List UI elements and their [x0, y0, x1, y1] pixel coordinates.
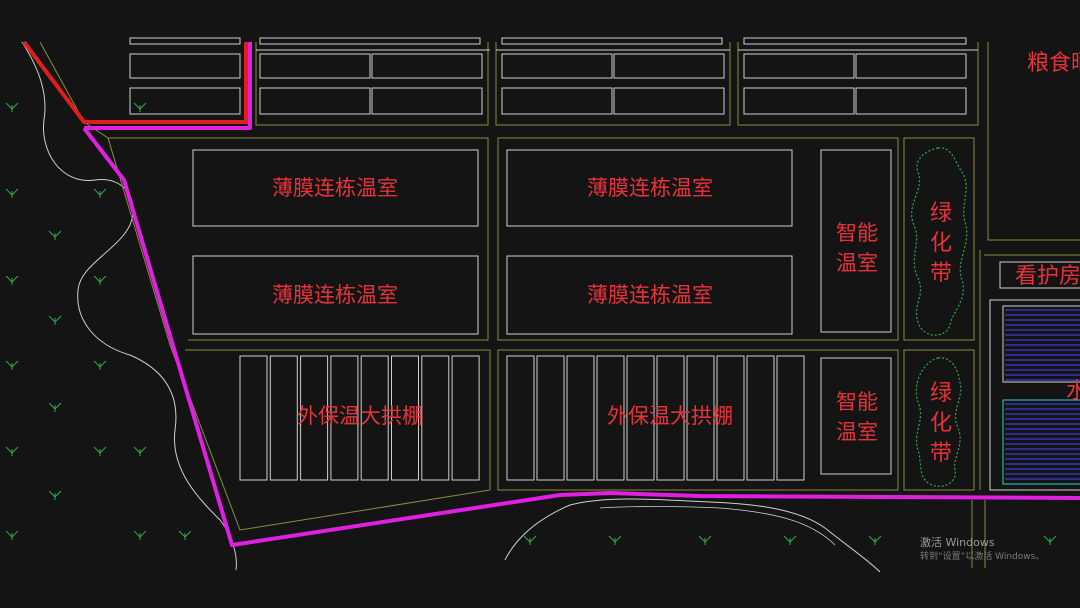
label-green-belt-2c: 带 [930, 441, 952, 466]
arch-shed-strip-right-5 [626, 355, 655, 481]
vegetation-symbol-19 [523, 535, 537, 545]
vegetation-symbol-17 [178, 530, 192, 540]
arch-shed-strip-left-6 [391, 355, 419, 481]
pond-1 [1002, 305, 1080, 383]
label-partial: 水 [1066, 379, 1080, 404]
vegetation-symbol-7 [48, 230, 62, 240]
vegetation-symbol-6 [5, 530, 19, 540]
watermark-line1: 激活 Windows [920, 535, 995, 549]
vegetation-symbol-5 [5, 446, 19, 456]
arch-shed-strip-right-6 [656, 355, 685, 481]
arch-shed-strip-right-7 [686, 355, 715, 481]
arch-shed-strip-left-2 [269, 355, 298, 481]
vegetation-symbol-24 [1043, 535, 1057, 545]
label-film-greenhouse-4: 薄膜连栋温室 [587, 283, 713, 307]
vegetation-symbol-1 [5, 102, 19, 112]
film-greenhouse-1 [192, 149, 479, 227]
green-belts [911, 147, 968, 487]
arch-shed-strip-left-8 [451, 355, 480, 481]
film-greenhouse-2 [506, 149, 793, 227]
arch-shed-strip-right-1 [506, 355, 535, 481]
arch-shed-strip-left-4 [330, 355, 359, 481]
label-smart-greenhouse-2a: 智能 [836, 390, 878, 414]
vegetation-symbol-9 [48, 402, 62, 412]
arch-shed-strip-right-2 [536, 355, 565, 481]
film-greenhouse-blocks [192, 149, 793, 335]
arch-shed-strip-right-4 [596, 355, 625, 481]
vegetation-symbol-8 [48, 315, 62, 325]
arch-shed-strips-right [506, 355, 805, 481]
vegetation-symbol-23 [868, 535, 882, 545]
green-belt-outline-1 [911, 147, 968, 336]
watermark-line2: 转到“设置”以激活 Windows。 [920, 550, 1044, 562]
label-guard-house: 看护房 [1015, 264, 1080, 289]
pond-blocks [1002, 305, 1080, 485]
terrain-contour-left [21, 41, 237, 571]
smart-greenhouse-2 [820, 357, 892, 475]
site-boundary-magenta [82, 42, 1080, 547]
label-film-greenhouse-2: 薄膜连栋温室 [587, 176, 713, 200]
label-grain-building: 粮食晒 [1027, 51, 1080, 76]
arch-shed-strip-left-7 [421, 355, 450, 481]
arch-shed-strip-left-1 [239, 355, 268, 481]
arch-shed-strip-right-10 [776, 355, 805, 481]
vegetation-symbol-14 [93, 446, 107, 456]
label-smart-greenhouse-2b: 温室 [836, 420, 878, 444]
vegetation-symbol-3 [5, 275, 19, 285]
vegetation-symbol-22 [783, 535, 797, 545]
green-belt-outline-2 [915, 357, 962, 487]
arch-shed-strip-right-9 [746, 355, 775, 481]
pond-2 [1002, 399, 1080, 485]
road-outlines [39, 41, 1080, 568]
label-arch-shed-2: 外保温大拱棚 [607, 404, 733, 428]
site-boundary-red [22, 40, 248, 124]
label-green-belt-2a: 绿 [930, 381, 952, 406]
vegetation-symbol-18 [133, 446, 147, 456]
arch-shed-strip-left-3 [300, 355, 329, 481]
label-arch-shed-1: 外保温大拱棚 [297, 404, 423, 428]
vegetation-symbol-10 [48, 490, 62, 500]
guard-house-outline [999, 261, 1080, 289]
film-greenhouse-3 [192, 255, 479, 335]
label-green-belt-2b: 化 [930, 411, 952, 436]
label-green-belt-1c: 带 [930, 261, 952, 286]
label-green-belt-1a: 绿 [930, 201, 952, 226]
label-smart-greenhouse-1b: 温室 [836, 251, 878, 275]
arch-shed-strip-right-8 [716, 355, 745, 481]
label-smart-greenhouse-1a: 智能 [836, 221, 878, 245]
vegetation-symbol-13 [93, 360, 107, 370]
smart-greenhouse-1 [820, 149, 892, 333]
vegetation-symbol-20 [608, 535, 622, 545]
arch-shed-strip-left-5 [360, 355, 389, 481]
label-film-greenhouse-1: 薄膜连栋温室 [272, 176, 398, 200]
arch-shed-strip-right-3 [566, 355, 595, 481]
label-green-belt-1b: 化 [930, 231, 952, 256]
terrain-contour-bottom-2 [599, 506, 836, 546]
vegetation-symbol-11 [93, 188, 107, 198]
vegetation-symbol-21 [698, 535, 712, 545]
terrain-contour-bottom [504, 498, 881, 573]
vegetation-symbol-15 [133, 102, 147, 112]
guard-house-area [989, 261, 1080, 491]
vegetation-symbol-2 [5, 188, 19, 198]
vegetation-symbols [5, 102, 1057, 545]
label-film-greenhouse-3: 薄膜连栋温室 [272, 283, 398, 307]
film-greenhouse-4 [506, 255, 793, 335]
arch-shed-strips-left [239, 355, 480, 481]
vegetation-symbol-12 [93, 275, 107, 285]
smart-greenhouse-blocks [820, 149, 892, 475]
vegetation-symbol-4 [5, 360, 19, 370]
vegetation-symbol-16 [133, 530, 147, 540]
top-buildings [129, 37, 978, 115]
